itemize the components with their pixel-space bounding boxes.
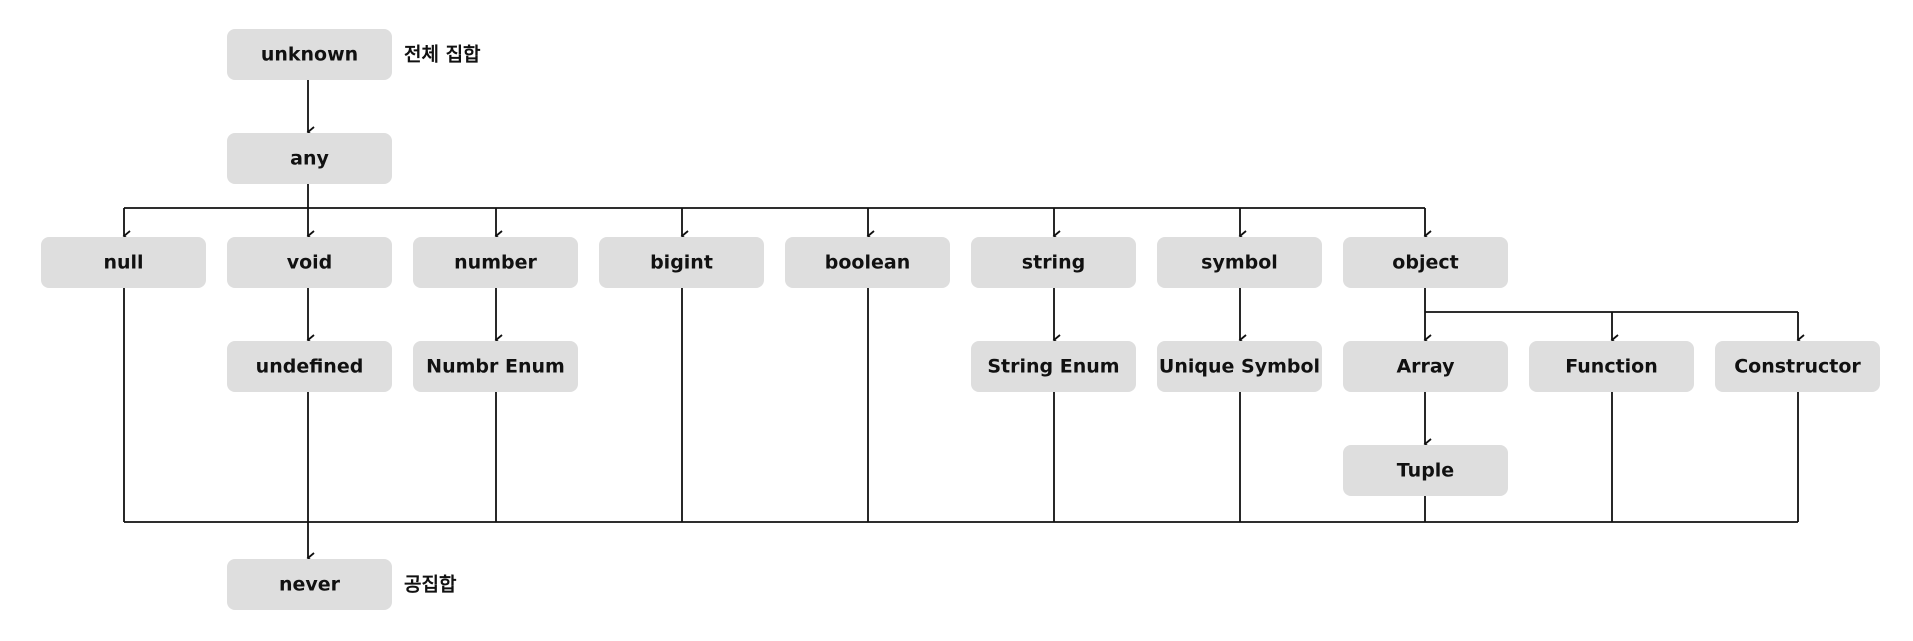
node-number: number xyxy=(413,237,578,288)
node-unknown: unknown xyxy=(227,29,392,80)
annotation-universal-set: 전체 집합 xyxy=(404,44,481,66)
node-void-label: void xyxy=(287,252,333,274)
node-number-enum-label: Numbr Enum xyxy=(426,356,565,378)
edges xyxy=(122,80,1805,564)
node-symbol: symbol xyxy=(1157,237,1322,288)
node-boolean-label: boolean xyxy=(825,252,910,274)
node-never-label: never xyxy=(279,574,341,596)
node-bigint: bigint xyxy=(599,237,764,288)
node-unique-symbol: Unique Symbol xyxy=(1157,341,1322,392)
node-bigint-label: bigint xyxy=(650,252,713,274)
node-undefined: undefined xyxy=(227,341,392,392)
node-number-enum: Numbr Enum xyxy=(413,341,578,392)
annotation-empty-set: 공집합 xyxy=(404,574,457,596)
node-unique-symbol-label: Unique Symbol xyxy=(1159,356,1320,378)
node-object: object xyxy=(1343,237,1508,288)
node-null: null xyxy=(41,237,206,288)
node-constructor: Constructor xyxy=(1715,341,1880,392)
node-never: never xyxy=(227,559,392,610)
node-tuple: Tuple xyxy=(1343,445,1508,496)
node-number-label: number xyxy=(454,252,537,274)
node-function-label: Function xyxy=(1565,356,1658,378)
node-object-label: object xyxy=(1392,252,1458,274)
nodes: unknown 전체 집합 any null void number bigin… xyxy=(41,29,1880,610)
node-function: Function xyxy=(1529,341,1694,392)
node-unknown-label: unknown xyxy=(261,44,358,66)
node-array-label: Array xyxy=(1396,356,1455,378)
node-null-label: null xyxy=(103,252,143,274)
node-tuple-label: Tuple xyxy=(1397,460,1454,482)
node-constructor-label: Constructor xyxy=(1734,356,1861,378)
node-symbol-label: symbol xyxy=(1201,252,1278,274)
node-string: string xyxy=(971,237,1136,288)
node-string-enum: String Enum xyxy=(971,341,1136,392)
node-void: void xyxy=(227,237,392,288)
node-string-label: string xyxy=(1022,252,1085,274)
node-undefined-label: undefined xyxy=(256,356,364,378)
node-any-label: any xyxy=(290,148,329,170)
node-any: any xyxy=(227,133,392,184)
node-string-enum-label: String Enum xyxy=(987,356,1119,378)
node-array: Array xyxy=(1343,341,1508,392)
node-boolean: boolean xyxy=(785,237,950,288)
